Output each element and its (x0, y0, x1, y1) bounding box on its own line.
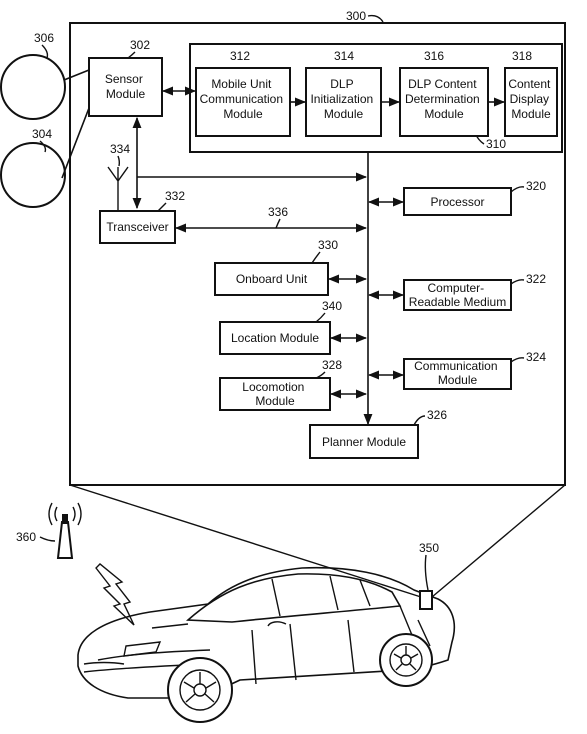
ref-onboard: 330 (318, 238, 338, 252)
ref-locomotion-leader (315, 371, 326, 379)
ref-circle-b-leader (39, 140, 47, 153)
ref-system: 300 (346, 9, 366, 23)
planner-module-label: Planner Module (322, 435, 406, 449)
ref-circle-a: 306 (34, 31, 54, 45)
mobile-comm-module (195, 67, 291, 137)
ref-bus-link-leader (275, 218, 281, 229)
ref-circle-a-leader (41, 44, 49, 59)
projection-left (69, 484, 422, 598)
ref-onboard-leader (311, 251, 321, 264)
content-display-module (504, 67, 558, 137)
ref-dlp-content: 316 (424, 49, 444, 63)
mobile-comm-module-label: Mobile Unit Communication Module (200, 77, 287, 121)
vehicle-illustration: 350 (77, 541, 456, 723)
ref-planner: 326 (427, 408, 447, 422)
projection-right (431, 484, 566, 598)
ref-crm-leader (510, 279, 525, 285)
ref-crm: 322 (526, 272, 546, 286)
crm-label: Computer- Readable Medium (409, 281, 506, 309)
ref-tower: 360 (16, 530, 36, 544)
sensor-node-306 (0, 54, 66, 120)
ref-communication: 324 (526, 350, 546, 364)
ref-location-leader (315, 312, 326, 323)
ref-transceiver-leader (157, 202, 167, 212)
dlp-init-module (305, 67, 382, 137)
sensor-module (88, 57, 163, 117)
wireless-signal-icon (95, 563, 135, 626)
location-module-label: Location Module (231, 331, 319, 345)
cell-tower-icon (48, 502, 82, 559)
ref-planner-leader (413, 415, 426, 426)
ref-bus-link: 336 (268, 205, 288, 219)
dlp-init-module-label: DLP Initialization Module (310, 77, 376, 121)
vehicle-unit-350 (419, 590, 433, 610)
processor-label: Processor (430, 195, 484, 209)
ref-circle-b: 304 (32, 127, 52, 141)
link-304-sensor (61, 107, 90, 179)
locomotion-module-box (219, 377, 331, 411)
ref-processor-leader (510, 186, 525, 193)
ref-antenna-leader (117, 155, 121, 167)
ref-vehicle-unit-leader (424, 554, 429, 591)
ref-tower-leader (39, 536, 56, 542)
locomotion-module-label: Locomotion Module (242, 380, 307, 408)
sensor-module-label: Sensor Module (105, 72, 146, 101)
communication-label: Communication Module (414, 359, 501, 387)
ref-dlp-init: 314 (334, 49, 354, 63)
dlp-content-module-label: DLP Content Determination Module (405, 77, 483, 121)
onboard-unit-box (214, 262, 329, 296)
ref-sensor: 302 (130, 38, 150, 52)
ref-locomotion: 328 (322, 358, 342, 372)
ref-system-leader (367, 14, 384, 23)
ref-transceiver: 332 (165, 189, 185, 203)
transceiver-label: Transceiver (106, 220, 168, 234)
link-306-sensor (63, 69, 90, 81)
planner-module-box (309, 424, 419, 459)
ref-antenna: 334 (110, 142, 130, 156)
onboard-unit-label: Onboard Unit (236, 272, 308, 286)
communication-box (403, 358, 512, 390)
antenna-icon (107, 166, 129, 210)
sensor-node-304 (0, 142, 66, 208)
ref-content-display: 318 (512, 49, 532, 63)
ref-processor: 320 (526, 179, 546, 193)
processor-box (403, 187, 512, 216)
ref-sensor-leader (127, 51, 136, 59)
ref-vehicle-unit: 350 (419, 541, 439, 555)
ref-mobile-comm: 312 (230, 49, 250, 63)
ref-communication-leader (510, 357, 525, 363)
ref-inner-group: 310 (486, 137, 506, 151)
content-display-module-label: Content Display Module (508, 77, 553, 121)
ref-location: 340 (322, 299, 342, 313)
crm-box (403, 279, 512, 311)
